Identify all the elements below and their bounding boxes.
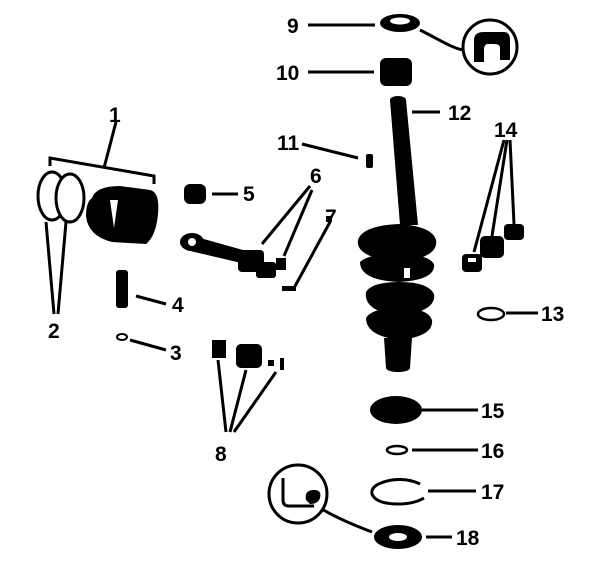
callout-14: 14 [494, 119, 518, 142]
callout-18: 18 [456, 527, 480, 550]
part-1-piston [86, 186, 159, 244]
seal-detail-icon [461, 18, 519, 76]
callout-6: 6 [310, 165, 322, 188]
callout-13: 13 [541, 303, 564, 326]
callout-10: 10 [276, 62, 299, 85]
part-15-main-bearing [370, 396, 422, 424]
part-6-connecting-rod [180, 233, 286, 278]
part-11-key [366, 154, 373, 168]
part-13-o-ring [476, 306, 506, 322]
callout-15: 15 [481, 400, 505, 423]
part-3-pin-clip [116, 333, 128, 341]
part-8-rod-cap [212, 340, 284, 370]
part-2-piston-rings [36, 170, 86, 224]
callout-17: 17 [481, 481, 504, 504]
part-16-washer [385, 444, 409, 456]
callout-12: 12 [448, 102, 471, 125]
part-10-bushing [380, 58, 412, 86]
part-12-crankshaft [357, 96, 437, 372]
callout-16: 16 [481, 440, 504, 463]
part-4-wrist-pin [116, 270, 128, 308]
part-7-rod-bolts [282, 216, 332, 291]
part-14-valve-parts [462, 224, 524, 272]
part-17-snap-ring [370, 478, 425, 506]
callout-11: 11 [277, 132, 300, 155]
part-5-bushing [184, 184, 206, 204]
callout-4: 4 [172, 294, 184, 317]
retaining-clip-detail-icon [267, 463, 329, 525]
part-18-oil-seal [374, 525, 422, 549]
part-9-seal-ring [380, 14, 420, 32]
callout-2: 2 [48, 320, 60, 343]
callout-3: 3 [170, 342, 182, 365]
callout-9: 9 [287, 15, 299, 38]
callout-8: 8 [215, 443, 227, 466]
callout-5: 5 [243, 183, 255, 206]
callout-7: 7 [325, 206, 337, 229]
callout-1: 1 [109, 104, 121, 127]
